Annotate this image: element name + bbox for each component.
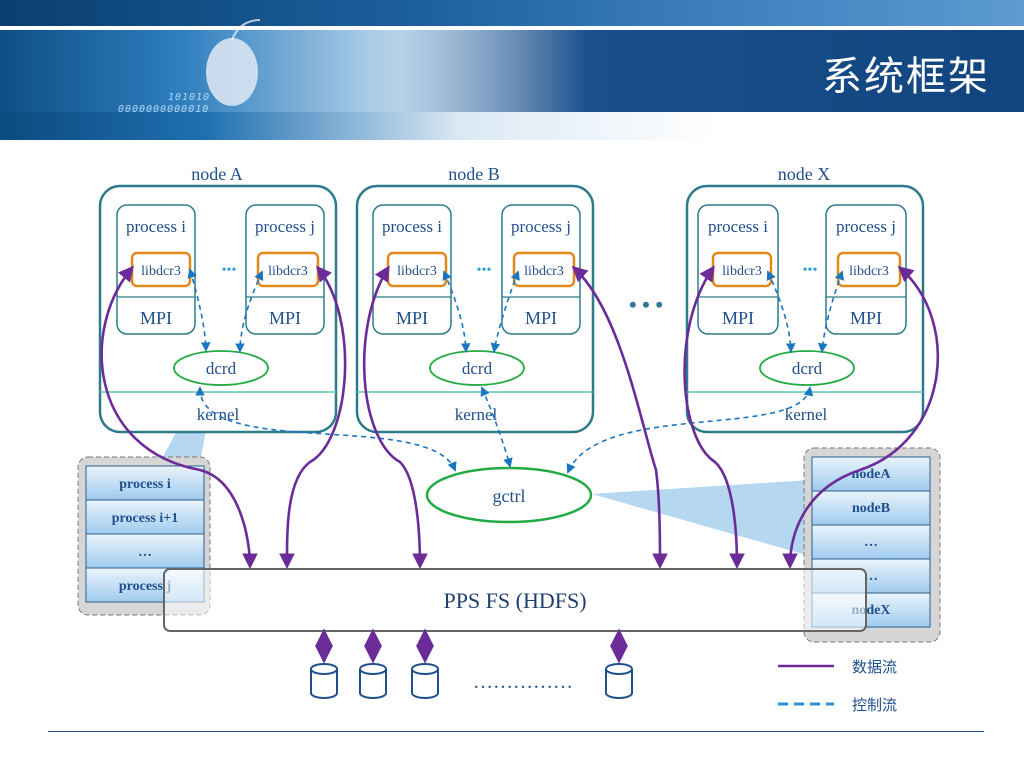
node-ellipsis: • • •: [629, 292, 663, 317]
ellipsis: •••: [803, 263, 818, 278]
libdcr3-label: libdcr3: [397, 264, 437, 279]
storage-ellipsis: ……………: [473, 671, 573, 693]
node-label: node B: [448, 164, 500, 184]
callout-node-wedge: [592, 480, 810, 556]
dcrd-label: dcrd: [462, 359, 493, 378]
gctrl-label: gctrl: [493, 486, 526, 506]
libdcr3-label: libdcr3: [722, 264, 762, 279]
mpi-label: MPI: [722, 308, 754, 328]
process-i-label: process i: [126, 217, 186, 236]
process-i-label: process i: [382, 217, 442, 236]
disk-icon: [359, 669, 387, 699]
disk-icon: [605, 669, 633, 699]
process-list-item: process i: [119, 477, 171, 492]
dcrd-ellipse: [429, 350, 525, 386]
banner-mouse-icon: [206, 19, 261, 106]
disk-icon: [310, 669, 338, 699]
mpi-label: MPI: [269, 308, 301, 328]
kernel-label: kernel: [197, 405, 240, 424]
storage-array: ……………: [310, 628, 633, 699]
mpi-label: MPI: [525, 308, 557, 328]
libdcr3-label: libdcr3: [524, 264, 564, 279]
legend: 数据流 控制流: [778, 658, 897, 714]
process-j-label: process j: [511, 217, 571, 236]
process-j-label: process j: [836, 217, 896, 236]
libdcr3-label: libdcr3: [268, 264, 308, 279]
dcrd-label: dcrd: [206, 359, 237, 378]
kernel-label: kernel: [455, 405, 498, 424]
slide-title: 系统框架: [822, 54, 990, 100]
ellipsis: •••: [477, 263, 492, 278]
node-a: node A process i process j libdcr3 libdc…: [98, 164, 338, 434]
process-list-item: process j: [119, 579, 171, 594]
header-banner: 101010 0000000000010 系统框架: [0, 0, 1024, 140]
libdcr3-label: libdcr3: [141, 264, 181, 279]
process-list-item: process i+1: [112, 511, 178, 526]
process-i-label: process i: [708, 217, 768, 236]
mpi-label: MPI: [396, 308, 428, 328]
ellipsis: •••: [222, 263, 237, 278]
filesystem-label: PPS FS (HDFS): [443, 588, 586, 613]
node-b: node B process i process j libdcr3 libdc…: [355, 164, 595, 434]
process-list-item: …: [138, 545, 152, 560]
node-list-item: nodeB: [852, 501, 890, 516]
node-label: node X: [778, 164, 831, 184]
banner-binary-1: 101010: [168, 92, 211, 103]
libdcr3-label: libdcr3: [849, 264, 889, 279]
disk-icon: [411, 669, 439, 699]
node-list-item: …: [864, 535, 878, 550]
banner-binary-2: 0000000000010: [118, 104, 210, 115]
process-j-label: process j: [255, 217, 315, 236]
banner-top-band: [0, 0, 1024, 26]
legend-control-flow-label: 控制流: [852, 696, 897, 714]
node-label: node A: [191, 164, 243, 184]
node-list-item: …: [864, 569, 878, 584]
mpi-label: MPI: [850, 308, 882, 328]
banner-dark-band: [400, 30, 1024, 112]
dcrd-label: dcrd: [792, 359, 823, 378]
filesystem-box: [163, 568, 867, 632]
node-x: node X process i process j libdcr3 libdc…: [685, 164, 925, 434]
banner-divider: [0, 26, 1024, 30]
footer-divider: [48, 731, 984, 732]
mpi-label: MPI: [140, 308, 172, 328]
node-list-item: nodeA: [852, 467, 892, 482]
data-flow-arrows: [100, 265, 939, 570]
legend-data-flow-label: 数据流: [852, 658, 897, 676]
